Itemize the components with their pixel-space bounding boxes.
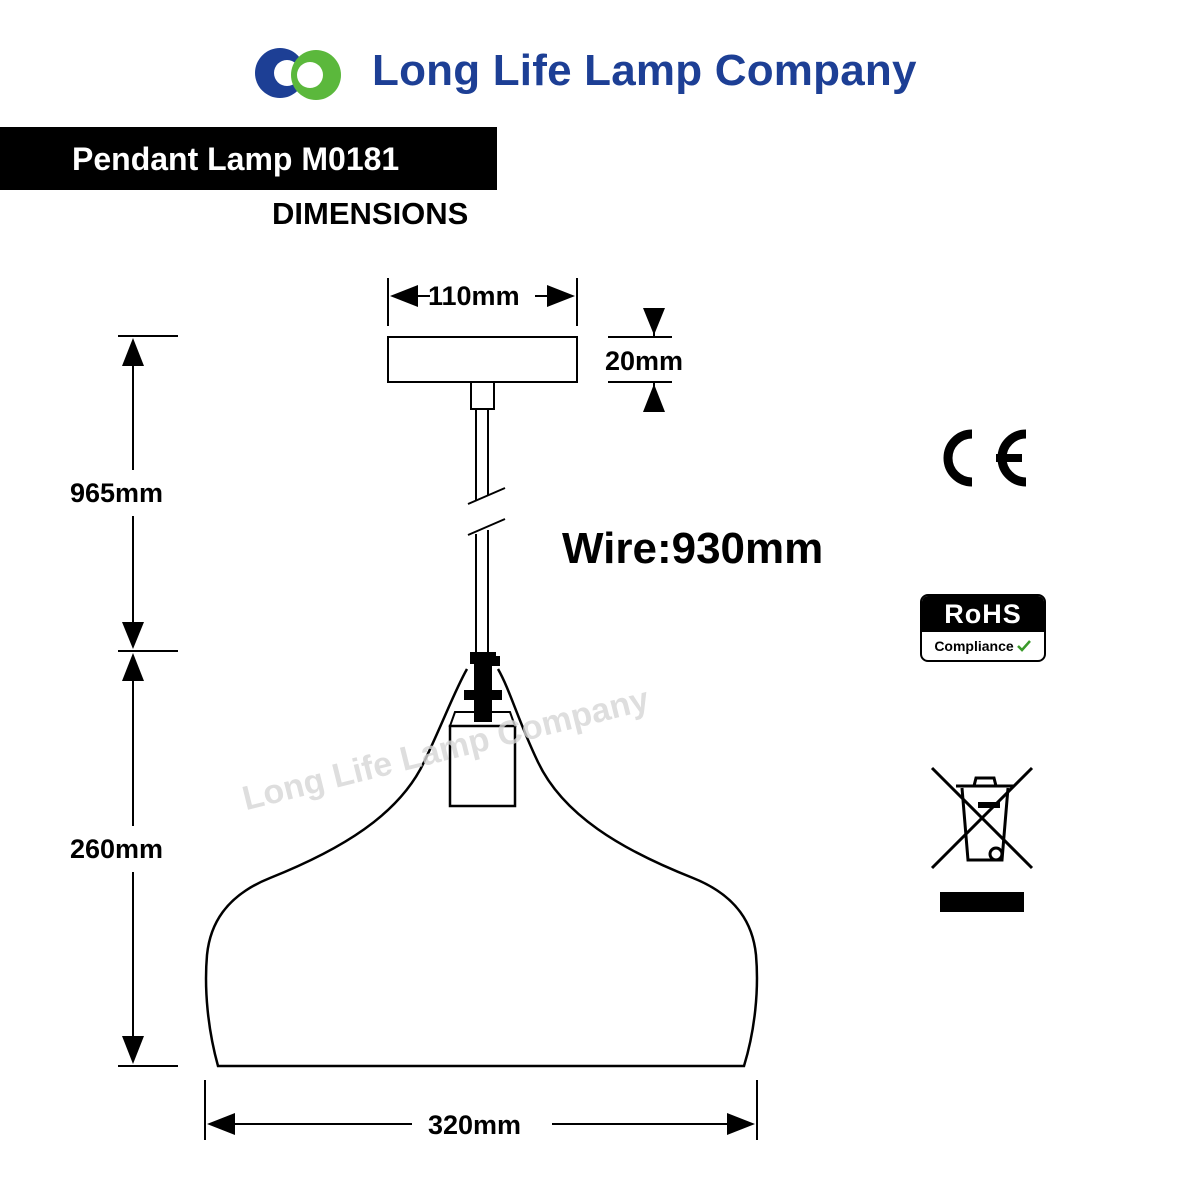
shade-arrow-bottom bbox=[122, 1036, 144, 1064]
ce-mark-icon bbox=[943, 429, 1027, 487]
canopy-height-label: 20mm bbox=[605, 346, 684, 376]
rohs-title: RoHS bbox=[944, 598, 1022, 629]
wire-break-mark-2 bbox=[467, 518, 506, 536]
product-title: Pendant Lamp M0181 bbox=[72, 141, 400, 177]
crossed-out-wheelie-bin-icon bbox=[930, 766, 1034, 912]
total-drop-label: 965mm bbox=[70, 478, 164, 508]
canopy-width-label: 110mm bbox=[428, 281, 520, 311]
company-name: Long Life Lamp Company bbox=[372, 46, 917, 95]
canopy-width-arrow-right bbox=[547, 285, 575, 307]
drop-arrow-top bbox=[122, 338, 144, 366]
shade-width-label: 320mm bbox=[428, 1110, 522, 1140]
canopy-connector bbox=[470, 381, 495, 410]
ceiling-canopy bbox=[387, 336, 578, 383]
product-title-bar bbox=[0, 127, 497, 190]
drop-arrow-mid-up bbox=[122, 622, 144, 649]
section-label: DIMENSIONS bbox=[272, 196, 469, 231]
rohs-title-band: RoHS bbox=[922, 596, 1044, 632]
rohs-subtitle: Compliance bbox=[934, 638, 1014, 654]
socket-holder bbox=[464, 652, 502, 722]
shade-width-arrow-left bbox=[207, 1113, 235, 1135]
lamp-shade-outline bbox=[204, 668, 759, 1068]
shade-width-arrow-right bbox=[727, 1113, 755, 1135]
company-logo bbox=[255, 48, 341, 100]
wire-length-label: Wire:930mm bbox=[562, 524, 824, 573]
shade-height-label: 260mm bbox=[70, 834, 164, 864]
wire-break-mark-1 bbox=[467, 487, 506, 505]
shade-arrow-mid-down bbox=[122, 653, 144, 681]
canopy-width-arrow-left bbox=[390, 285, 418, 307]
checkmark-icon bbox=[1016, 640, 1031, 652]
rohs-badge: RoHS Compliance bbox=[920, 594, 1046, 662]
